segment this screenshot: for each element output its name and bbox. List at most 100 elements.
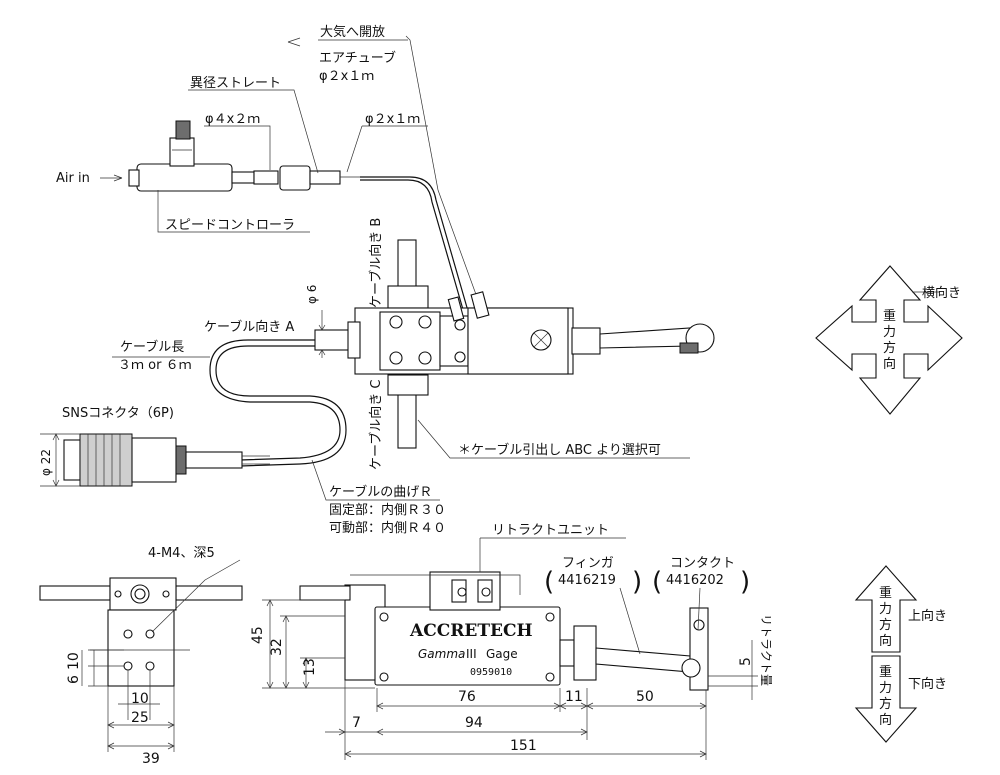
dim-76: 76: [458, 689, 476, 705]
dim-39: 39: [142, 751, 160, 767]
atmosphere-arrow: [287, 37, 301, 47]
retract-unit-leader: [479, 537, 626, 572]
label-cable-dir-c: ケーブル向き C: [368, 380, 384, 470]
cable-select-leader: [417, 419, 690, 459]
label-retract-amount: リトラクト量: [759, 614, 773, 686]
side-horizontal-dims: [325, 680, 707, 760]
connector-front: [63, 439, 81, 481]
finger-paren-open: (: [544, 567, 554, 597]
gravity-d-3: 方: [879, 696, 892, 712]
label-cable-dir-a: ケーブル向き A: [204, 319, 294, 335]
air-fitting-1: [447, 296, 465, 322]
finger-arm-top: [599, 327, 691, 349]
screw-3: [389, 351, 403, 365]
model-roman: III: [466, 647, 477, 661]
horizontal-cross-arrow: [815, 265, 963, 415]
cable-bend-leader: [311, 459, 440, 501]
tube-phi4: [231, 171, 255, 184]
side-finger-mount: [559, 639, 575, 667]
up-arrow: [854, 565, 918, 653]
label-contact: コンタクト: [670, 556, 735, 571]
gauge-end-view: [39, 577, 243, 687]
label-upward: 上向き: [908, 608, 947, 624]
speed-controller-inlet: [128, 169, 140, 187]
gauge-case: [374, 606, 561, 686]
label-downward: 下向き: [908, 676, 947, 692]
label-air-in: Air in: [56, 171, 90, 186]
contact-paren-close: ): [740, 567, 750, 597]
gravity-h-1: 重: [883, 308, 896, 324]
side-contact-tip: [681, 658, 701, 678]
air-in-arrow: [100, 174, 123, 182]
connector-nut: [175, 445, 187, 475]
side-cable-outlet: [299, 585, 351, 601]
contact-holder-top: [679, 342, 699, 354]
finger-clamp: [571, 327, 601, 355]
label-cable-length-value: ３ｍ or ６ｍ: [118, 358, 192, 373]
dim-10b: 10: [131, 691, 149, 707]
thread-leader: [151, 559, 241, 633]
thread-hole-3: [123, 661, 133, 671]
gravity-d-4: 向: [879, 712, 892, 728]
dim-5: 5: [738, 657, 754, 666]
gravity-u-3: 方: [879, 617, 892, 633]
dim-7: 7: [352, 715, 361, 731]
speed-controller-stem: [169, 137, 195, 167]
dim-phi22: [40, 433, 80, 487]
air-supply-assembly: [100, 35, 479, 321]
label-air-tube: エアチューブ: [319, 50, 396, 66]
gravity-u-2: 力: [879, 602, 892, 617]
screw-4: [418, 351, 432, 365]
cable-outlet-c-flange: [387, 374, 429, 396]
speed-controller-knob: [175, 120, 191, 140]
air-line-leaders: [157, 39, 428, 233]
orientation-horizontal: [815, 265, 963, 415]
dim-13: 13: [302, 658, 318, 676]
label-atmosphere: 大気へ開放: [320, 24, 385, 40]
dim-32: 32: [269, 638, 285, 656]
down-arrow: [854, 655, 918, 743]
label-retract-unit: リトラクトユニット: [492, 523, 609, 538]
orientation-down: [854, 655, 918, 743]
contact-leader: [697, 587, 701, 631]
dim-10a: 10: [66, 652, 82, 670]
label-cable-bend-fixed: 固定部：内側Ｒ３０: [329, 502, 446, 518]
label-cable-dir-b: ケーブル向き B: [368, 218, 384, 308]
dim-5-lines: [708, 640, 758, 700]
end-view-body: [107, 609, 175, 687]
contact-paren-open: (: [652, 567, 662, 597]
label-contact-no: 4416202: [666, 573, 724, 588]
gauge-side-view: [299, 571, 709, 691]
gravity-h-2: 力: [883, 325, 896, 340]
air-fitting-2: [470, 291, 490, 319]
side-finger-clamp: [573, 625, 597, 681]
label-air-tube-size: φ２x１ｍ: [319, 69, 374, 84]
gravity-u-1: 重: [879, 585, 892, 601]
connector-body: [131, 437, 177, 483]
label-cable-bend-title: ケーブルの曲げＲ: [329, 484, 432, 500]
side-vertical-dims: [262, 599, 375, 689]
label-horizontal: 横向き: [922, 285, 961, 301]
end-view-cable-right: [175, 585, 243, 601]
screw-2: [418, 315, 432, 329]
reducer-tail: [309, 170, 341, 185]
gauge-top-view: [314, 239, 715, 449]
cable-outlet-a-nut: [347, 321, 361, 359]
air-tube-to-body: [360, 176, 471, 319]
label-speed-controller: スピードコントローラ: [165, 218, 295, 233]
dim-50: 50: [636, 689, 654, 705]
label-phi6: φ 6: [305, 285, 319, 304]
side-finger-arm: [595, 647, 691, 673]
screw-1: [389, 315, 403, 329]
cable-outlet-c: [397, 387, 417, 449]
label-thread: 4-M4、深5: [148, 546, 215, 561]
finger-leader: [619, 587, 641, 655]
dim-151: 151: [510, 738, 537, 754]
thread-hole-4: [145, 661, 155, 671]
reducer-straight: [279, 165, 311, 191]
label-cable-bend-moving: 可動部：内側Ｒ４０: [329, 520, 446, 536]
label-finger: フィンガ: [562, 556, 614, 571]
thread-hole-1: [123, 629, 133, 639]
dim-94: 94: [465, 715, 483, 731]
